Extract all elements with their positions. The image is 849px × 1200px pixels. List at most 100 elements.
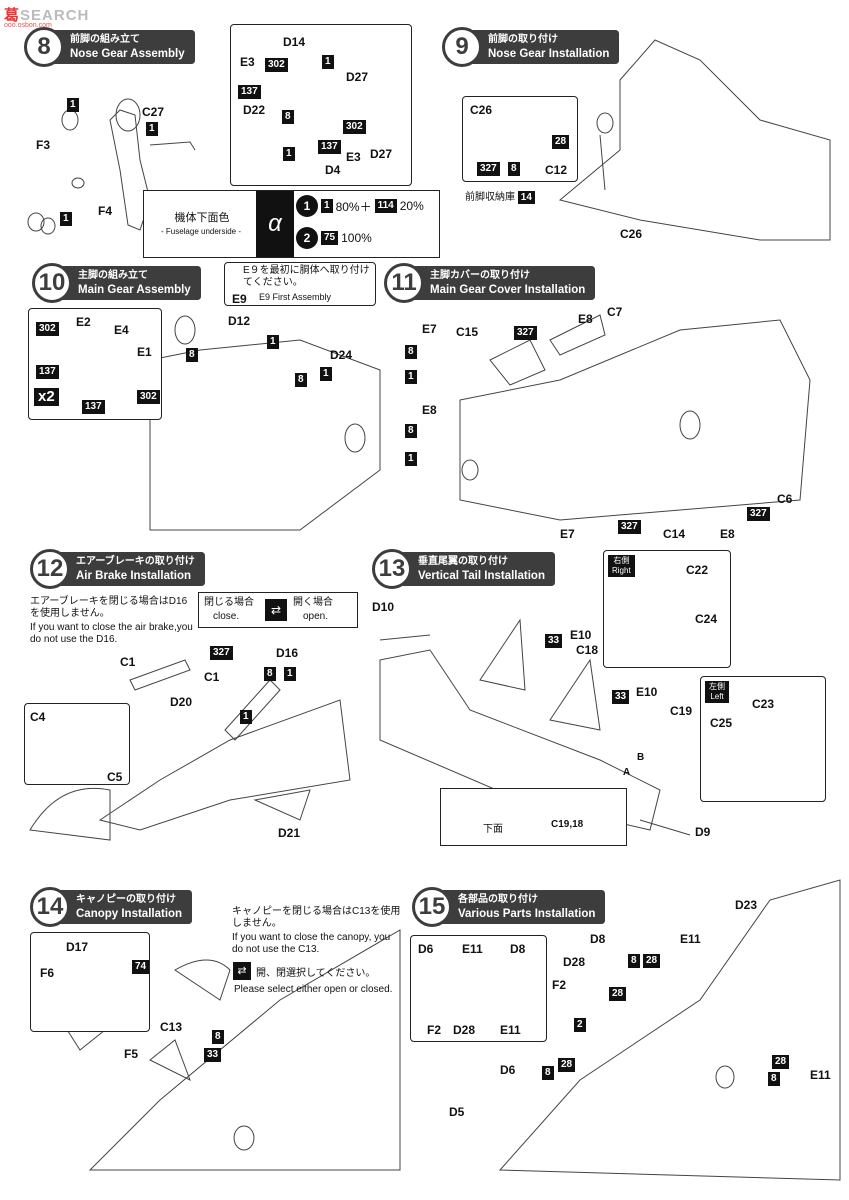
step-11-title-en: Main Gear Cover Installation <box>430 284 586 296</box>
part-e2: E2 <box>76 315 91 329</box>
nose-gear-arm <box>149 141 196 151</box>
part-d10: D10 <box>372 600 395 614</box>
part-d28: D28 <box>453 1023 476 1037</box>
step-10-number: 10 <box>32 263 72 303</box>
paint-302d: 302 <box>137 390 160 404</box>
part-f2b: F2 <box>552 978 567 992</box>
step-14-number: 14 <box>30 887 70 927</box>
part-c26b: C26 <box>620 227 643 241</box>
canopy-note-jp: キャノピーを閉じる場合はC13を使用しません。 <box>232 906 401 929</box>
part-e11: E11 <box>462 942 483 956</box>
part-d24: D24 <box>330 348 353 362</box>
paint-8g: 8 <box>405 424 417 438</box>
color-box-label-jp: 機体下面色 <box>174 212 230 224</box>
point-a: A <box>623 767 631 778</box>
paint-137d: 137 <box>82 400 105 414</box>
part-e11b: E11 <box>500 1023 521 1037</box>
swap-icon-2: ⇄ <box>233 962 251 980</box>
part-e11d: E11 <box>810 1068 831 1082</box>
part-f4: F4 <box>98 204 113 218</box>
part-c5: C5 <box>107 770 123 784</box>
fuselage-13 <box>379 649 661 831</box>
airbrake-note-jp: エアーブレーキを閉じる場合はD16を使用しません。 <box>30 596 188 619</box>
paint-28d: 28 <box>558 1058 576 1072</box>
paint-33c: 33 <box>204 1048 222 1062</box>
part-f3: F3 <box>36 138 51 152</box>
step-13-title-en: Vertical Tail Installation <box>418 570 545 582</box>
part-e7b: E7 <box>560 527 575 541</box>
paint-33b: 33 <box>612 690 630 704</box>
part-e11c: E11 <box>680 932 701 946</box>
tail-detail-box: 下面 C19,18 <box>440 788 627 846</box>
option-1-percent2: 20% <box>399 199 424 213</box>
paint-1b: 1 <box>283 147 295 161</box>
paint-302: 302 <box>265 58 288 72</box>
step-12-header: 12 エアーブレーキの取り付け Air Brake Installation <box>30 549 205 589</box>
e9-note-box: E９を最初に胴体へ取り付けてください。 E9 First Assembly <box>224 262 376 306</box>
color-box-symbol: α <box>256 191 294 257</box>
paint-8c: 8 <box>508 162 520 176</box>
e9-note-jp: E９を最初に胴体へ取り付けてください。 <box>243 265 370 288</box>
part-d17: D17 <box>66 940 89 954</box>
step-15-title-jp: 各部品の取り付け <box>458 894 538 905</box>
paint-327e: 327 <box>210 646 233 660</box>
paint-327b: 327 <box>514 326 537 340</box>
option-1-paint: 1 <box>321 199 333 213</box>
step-13-header: 13 垂直尾翼の取り付け Vertical Tail Installation <box>372 549 555 589</box>
point-b: B <box>637 752 645 763</box>
paint-327c: 327 <box>618 520 641 534</box>
part-e3: E3 <box>240 55 255 69</box>
paint-8f: 8 <box>405 345 417 359</box>
paint-28b: 28 <box>643 954 661 968</box>
color-box: 機体下面色 - Fuselage underside - α 1 1 80%＋ … <box>143 190 440 258</box>
step-8-header: 8 前脚の組み立て Nose Gear Assembly <box>24 27 195 67</box>
part-c12: C12 <box>545 163 568 177</box>
part-c1: C1 <box>120 655 136 669</box>
paint-327d: 327 <box>747 507 770 521</box>
nose-wheel <box>115 98 141 132</box>
open-label-en: open. <box>303 611 329 622</box>
part-d16: D16 <box>276 646 299 660</box>
step-15-header: 15 各部品の取り付け Various Parts Installation <box>412 887 606 927</box>
part-d6b: D6 <box>500 1063 516 1077</box>
part-e1: E1 <box>137 345 152 359</box>
part-d8b: D8 <box>590 932 606 946</box>
part-d22: D22 <box>243 103 266 117</box>
paint-28e: 28 <box>772 1055 790 1069</box>
part-d20: D20 <box>170 695 193 709</box>
step-15-title-en: Various Parts Installation <box>458 908 596 920</box>
fuselage-9 <box>558 39 831 241</box>
part-e10b: E10 <box>636 685 658 699</box>
paint-1e: 1 <box>60 212 72 226</box>
step-11-number: 11 <box>384 263 424 303</box>
paint-137c: 137 <box>36 365 59 379</box>
fuselage-15 <box>498 879 841 1181</box>
part-f2: F2 <box>427 1023 442 1037</box>
paint-1d: 1 <box>67 98 79 112</box>
part-e3b: E3 <box>346 150 361 164</box>
paint-8l: 8 <box>768 1072 780 1086</box>
paint-1j: 1 <box>284 667 296 681</box>
option-1-paint2: 114 <box>374 199 397 213</box>
canopy-note-en: If you want to close the canopy, you do … <box>232 932 391 955</box>
part-e7: E7 <box>422 322 437 336</box>
step-9-header: 9 前脚の取り付け Nose Gear Installation <box>442 27 620 67</box>
part-c27: C27 <box>142 105 165 119</box>
paint-137: 137 <box>238 85 261 99</box>
open-label-jp: 開く場合 <box>293 597 333 608</box>
step-10-header: 10 主脚の組み立て Main Gear Assembly <box>32 263 201 303</box>
fuselage-10 <box>149 339 381 531</box>
paint-1h: 1 <box>405 370 417 384</box>
watermark-title: 葛SEARCH <box>4 7 90 24</box>
paint-28: 28 <box>552 135 570 149</box>
part-d28b: D28 <box>563 955 586 969</box>
paint-2: 2 <box>574 1018 586 1032</box>
paint-8d: 8 <box>186 348 198 362</box>
paint-8i: 8 <box>212 1030 224 1044</box>
step-14-title-jp: キャノピーの取り付け <box>76 894 176 905</box>
watermark-url: ooo.osbon.com <box>4 22 52 29</box>
part-d12: D12 <box>228 314 251 328</box>
